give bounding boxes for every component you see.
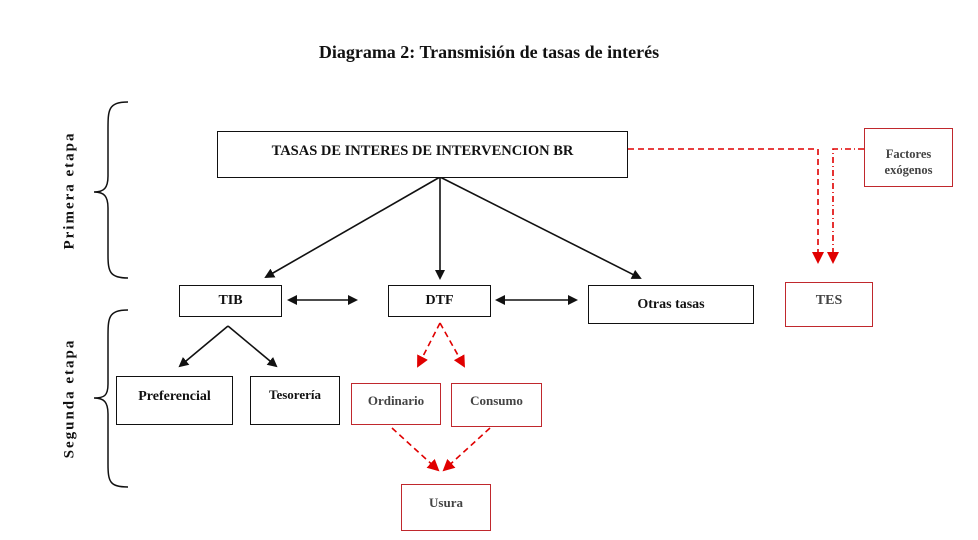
node-exogenous-label-1: Factores	[885, 147, 932, 161]
node-usury-label: Usura	[429, 495, 463, 510]
arrow-to-tib	[264, 176, 441, 278]
node-intervention-label: TASAS DE INTERES DE INTERVENCION BR	[271, 143, 574, 159]
arrow-to-ordinary	[417, 322, 441, 368]
stage-second-label: Segunda etapa	[61, 338, 78, 459]
node-dtf-label: DTF	[425, 293, 454, 308]
node-preferential-label: Preferencial	[138, 389, 211, 404]
node-tib-label: TIB	[218, 293, 243, 308]
node-other-rates: Otras tasas	[588, 285, 754, 324]
node-ordinary: Ordinario	[351, 383, 441, 425]
stage-first-label: Primera etapa	[61, 131, 78, 250]
brace-first-stage	[93, 101, 129, 279]
arrow-to-consumption	[439, 322, 465, 368]
node-dtf: DTF	[388, 285, 491, 317]
node-intervention: TASAS DE INTERES DE INTERVENCION BR	[217, 131, 628, 178]
node-usury: Usura	[401, 484, 491, 531]
node-tib: TIB	[179, 285, 282, 317]
node-tes: TES	[785, 282, 873, 327]
node-exogenous: Factores exógenos	[864, 128, 953, 187]
arrow-ordinary-to-usury	[391, 427, 440, 472]
arrow-consumption-to-usury	[442, 427, 491, 472]
node-treasury-label: Tesorería	[269, 387, 321, 402]
node-treasury: Tesorería	[250, 376, 340, 425]
node-ordinary-label: Ordinario	[367, 393, 425, 408]
diagram-title: Diagrama 2: Transmisión de tasas de inte…	[318, 42, 660, 62]
node-consumption: Consumo	[451, 383, 542, 427]
arrow-intervention-to-tes	[628, 148, 824, 264]
node-tes-label: TES	[815, 293, 843, 308]
arrow-to-preferential	[178, 325, 229, 368]
arrow-to-other	[439, 176, 642, 279]
node-other-rates-label: Otras tasas	[637, 296, 705, 312]
arrow-exogenous-to-tes	[827, 148, 864, 264]
arrow-to-treasury	[227, 325, 278, 368]
node-preferential: Preferencial	[116, 376, 233, 425]
node-consumption-label: Consumo	[470, 393, 523, 408]
node-exogenous-label-2: exógenos	[884, 163, 933, 177]
brace-second-stage	[93, 309, 129, 488]
